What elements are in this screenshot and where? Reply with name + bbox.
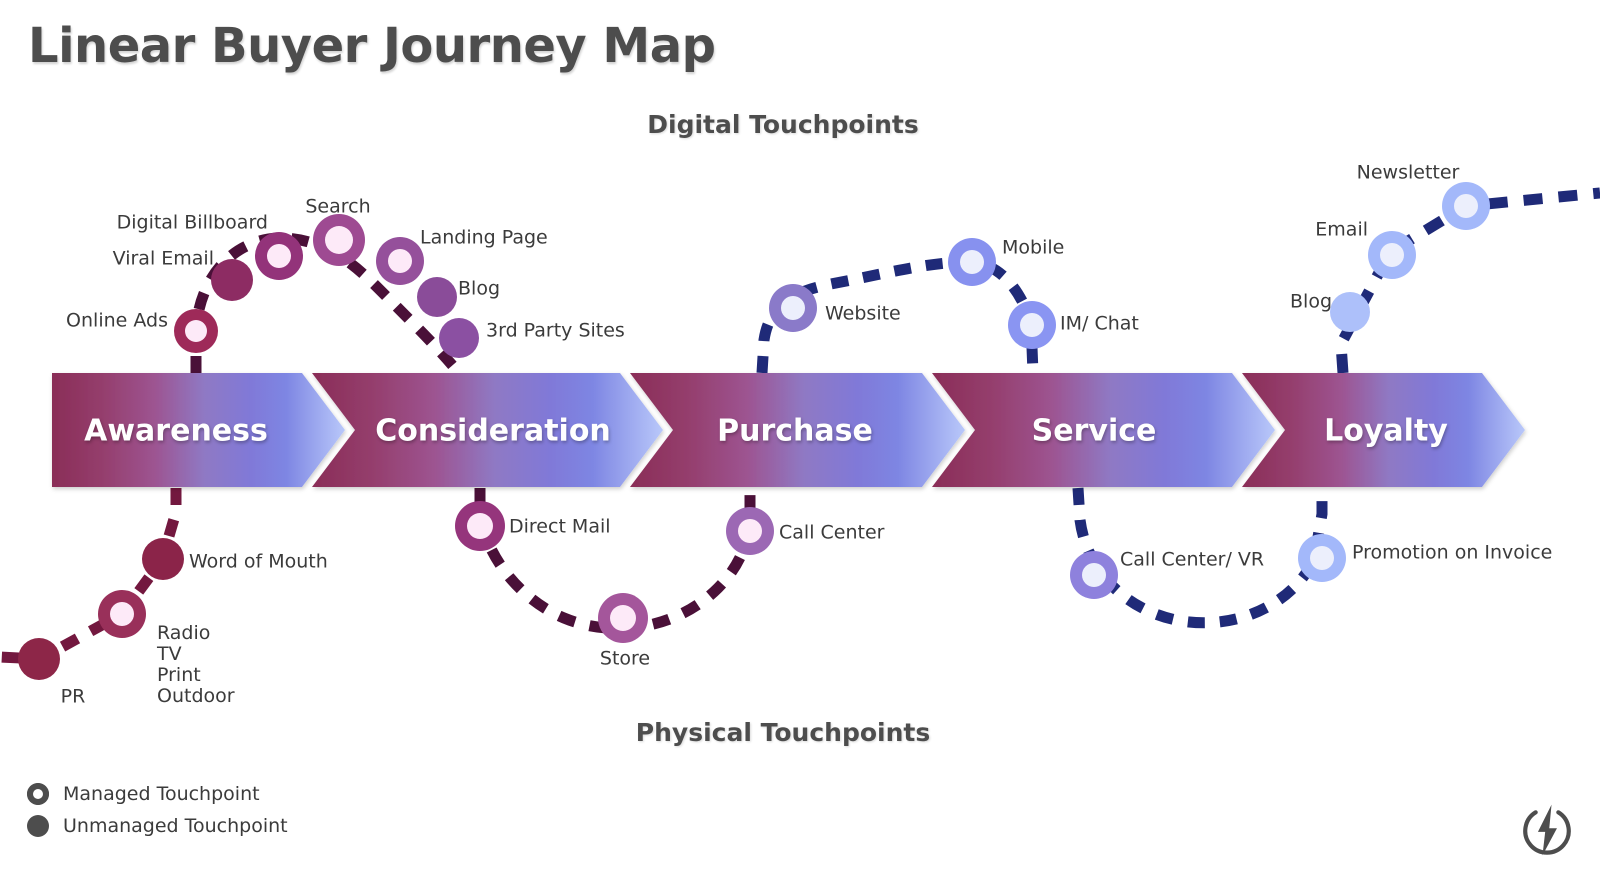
legend-label-managed: Managed Touchpoint: [63, 783, 260, 805]
phase-label-service: Service: [1031, 413, 1157, 449]
managed-touchpoint-icon: [27, 783, 49, 805]
label-online-ads: Online Ads: [66, 309, 168, 332]
phase-label-loyalty: Loyalty: [1324, 413, 1448, 449]
label-direct-mail: Direct Mail: [509, 515, 611, 538]
page-title: Linear Buyer Journey Map: [28, 18, 716, 74]
node-digital-billboard[interactable]: [255, 232, 303, 280]
legend-item-managed: Managed Touchpoint: [27, 778, 357, 810]
bottom-arc-awareness: [0, 488, 182, 665]
phase-chevron-purchase[interactable]: [630, 373, 965, 487]
physical-touchpoints-heading: Physical Touchpoints: [635, 718, 931, 747]
node-word-of-mouth[interactable]: [142, 538, 184, 580]
phase-chevron-service[interactable]: [932, 373, 1275, 487]
node-direct-mail[interactable]: [455, 501, 505, 551]
label-viral-email: Viral Email: [112, 247, 214, 270]
label-landing-page: Landing Page: [420, 226, 548, 249]
node-newsletter[interactable]: [1442, 182, 1490, 230]
phase-chevron-awareness[interactable]: [52, 373, 345, 487]
label-store: Store: [599, 647, 651, 670]
node-landing-page[interactable]: [376, 237, 424, 285]
node-im-chat[interactable]: [1008, 301, 1056, 349]
label-blog-loyalty: Blog: [1290, 290, 1332, 313]
node-search[interactable]: [313, 214, 365, 266]
label-call-center-vr: Call Center/ VR: [1120, 548, 1265, 571]
node-blog-consideration[interactable]: [417, 277, 457, 317]
label-im-chat: IM/ Chat: [1060, 312, 1139, 335]
legend: Managed Touchpoint Unmanaged Touchpoint: [27, 778, 357, 842]
touchpoint-nodes: [18, 182, 1490, 680]
unmanaged-touchpoint-icon: [27, 815, 49, 837]
node-viral-email[interactable]: [211, 259, 253, 301]
node-website[interactable]: [769, 284, 817, 332]
label-website: Website: [825, 302, 901, 325]
legend-label-unmanaged: Unmanaged Touchpoint: [63, 815, 288, 837]
label-word-of-mouth: Word of Mouth: [189, 550, 328, 573]
phase-chevron-bar: [52, 373, 1525, 487]
node-mobile[interactable]: [948, 238, 996, 286]
digital-touchpoints-heading: Digital Touchpoints: [647, 110, 919, 139]
label-call-center: Call Center: [779, 521, 885, 544]
label-blog-consideration: Blog: [458, 277, 500, 300]
phase-label-consideration: Consideration: [375, 413, 611, 449]
label-search: Search: [305, 195, 371, 218]
node-email[interactable]: [1368, 231, 1416, 279]
node-store[interactable]: [598, 593, 648, 643]
node-third-party-sites[interactable]: [439, 318, 479, 358]
node-pr[interactable]: [18, 638, 60, 680]
node-blog-loyalty[interactable]: [1330, 292, 1370, 332]
node-radio-tv-print-outdoor[interactable]: [98, 590, 146, 638]
label-mobile: Mobile: [1002, 236, 1065, 259]
label-email: Email: [1315, 218, 1368, 241]
phase-label-awareness: Awareness: [84, 413, 268, 449]
node-promotion-on-invoice[interactable]: [1298, 534, 1346, 582]
phase-chevron-loyalty[interactable]: [1242, 373, 1525, 487]
node-call-center[interactable]: [726, 507, 774, 555]
label-promotion-on-invoice: Promotion on Invoice: [1352, 541, 1553, 564]
label-newsletter: Newsletter: [1356, 161, 1460, 184]
label-radio-tv-print-outdoor: Radio TV Print Outdoor: [157, 622, 235, 707]
legend-item-unmanaged: Unmanaged Touchpoint: [27, 810, 357, 842]
label-third-party-sites: 3rd Party Sites: [486, 319, 625, 342]
node-call-center-vr[interactable]: [1070, 551, 1118, 599]
phase-label-purchase: Purchase: [717, 413, 873, 449]
node-online-ads[interactable]: [174, 309, 218, 353]
label-pr: PR: [60, 685, 86, 708]
label-digital-billboard: Digital Billboard: [116, 211, 268, 234]
phase-chevron-consideration[interactable]: [312, 373, 663, 487]
lightning-bolt-logo-icon: [1523, 804, 1571, 856]
